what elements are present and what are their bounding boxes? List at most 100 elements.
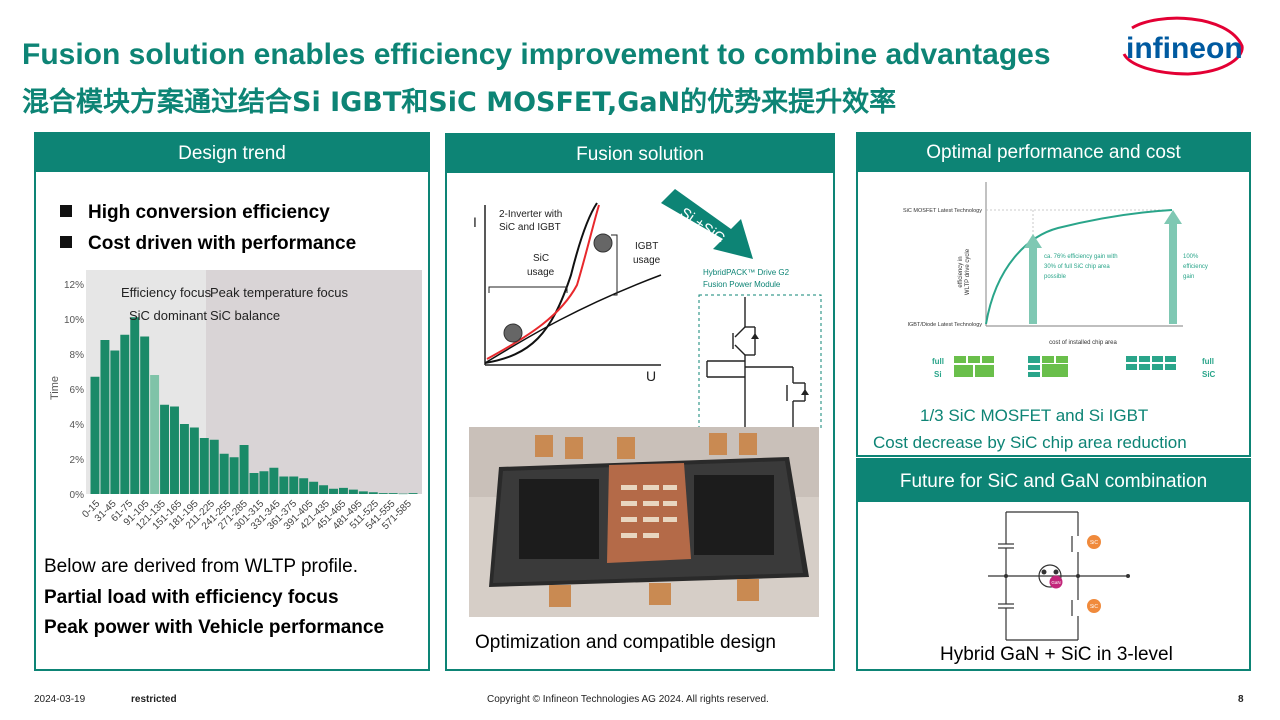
chart-bar <box>130 317 140 494</box>
igbt-curve <box>484 202 598 364</box>
design-trend-panel: Design trend High conversion efficiency … <box>34 132 430 671</box>
partial-gain-arrow <box>1024 234 1042 324</box>
sic-curve <box>484 274 662 364</box>
iu-curve-diagram: I U 2-Inverter with SiC and IGBT SiC usa… <box>473 202 662 384</box>
full-sic-label: SiC <box>1202 370 1216 379</box>
y-tick-label: 0% <box>70 490 85 501</box>
chart-bar <box>398 493 408 495</box>
chart-y-axis-label: WLTP drive cycle <box>965 248 971 295</box>
y-tick-label: IGBT/Diode Latest Technology <box>908 322 983 328</box>
y-axis-label: Time <box>49 376 61 400</box>
gan-marker <box>1049 575 1063 589</box>
y-tick-label: 8% <box>70 350 85 361</box>
chart-bar <box>170 406 179 494</box>
partial-load-note: Partial load with efficiency focus <box>44 587 339 608</box>
chart-note: possible <box>1044 274 1067 280</box>
chart-bar <box>90 376 100 494</box>
chart-bar <box>189 427 199 494</box>
peak-power-note: Peak power with Vehicle performance <box>44 617 385 638</box>
chart-bar <box>368 492 378 494</box>
chart-note: efficiency <box>1183 264 1208 270</box>
module-label-line: HybridPACK™ Drive G2 <box>703 268 790 277</box>
fusion-solution-header: Fusion solution <box>447 135 833 173</box>
chart-bar <box>309 481 319 494</box>
bullet-text: High conversion efficiency <box>88 202 330 223</box>
chart-bar <box>338 487 348 494</box>
infineon-logo: infineon <box>1122 16 1244 76</box>
diagram-label: 2-Inverter with <box>499 209 562 220</box>
sic-si-ratio-text: 1/3 SiC MOSFET and Si IGBT <box>920 406 1149 425</box>
chart-x-axis-label: cost of installed chip area <box>1049 340 1117 346</box>
fusion-circuit-diagram <box>698 294 822 430</box>
full-si-label: Si <box>934 370 942 379</box>
chart-bar <box>199 438 209 494</box>
chip-config-full-si <box>954 356 994 377</box>
chart-bar <box>249 473 259 494</box>
slide-title: Fusion solution enables efficiency impro… <box>22 38 1051 71</box>
chart-bar <box>378 493 388 494</box>
bullet-item: High conversion efficiency <box>60 202 330 224</box>
chart-note: 100% <box>1183 254 1199 260</box>
region-label: SiC balance <box>210 308 280 323</box>
chart-bar <box>140 336 150 494</box>
chart-y-axis-label: efficiency in <box>958 256 964 287</box>
si-sic-arrow: Si +SiC <box>661 189 753 259</box>
chart-bar <box>408 493 418 494</box>
efficiency-cost-chart: SiC MOSFET Latest Technology IGBT/Diode … <box>903 182 1216 379</box>
chart-bar <box>269 467 279 494</box>
device-icon <box>593 233 613 253</box>
diagram-label: SiC <box>533 253 549 264</box>
chart-bar <box>319 485 329 494</box>
sic-marker-label: SiC <box>1090 604 1098 610</box>
region-label: SiC dominant <box>129 308 207 323</box>
chart-note: gain <box>1183 274 1194 280</box>
region-label: Peak temperature focus <box>210 285 349 300</box>
module-photo <box>469 427 819 617</box>
diagram-label: IGBT <box>635 241 658 252</box>
full-si-label: full <box>932 357 944 366</box>
footer-copyright: Copyright © Infineon Technologies AG 202… <box>487 694 769 705</box>
chart-bar <box>358 491 368 494</box>
y-tick-label: 6% <box>70 385 85 396</box>
bullet-text: Cost driven with performance <box>88 233 357 254</box>
chart-bar <box>219 453 229 494</box>
square-bullet-icon <box>60 236 72 248</box>
gan-marker-label: GaN <box>1051 580 1060 585</box>
hybrid-caption: Hybrid GaN + SiC in 3-level <box>940 644 1173 665</box>
time-distribution-chart: Time 0%2%4%6%8%10%12% 0-1531-4561-7591-1… <box>49 270 422 532</box>
module-label-line: Fusion Power Module <box>703 280 781 289</box>
diagram-label: usage <box>633 255 661 266</box>
y-tick-label: SiC MOSFET Latest Technology <box>903 208 982 214</box>
chart-bar <box>150 375 160 494</box>
y-tick-label: 10% <box>64 315 84 326</box>
chart-bar <box>100 340 110 494</box>
fusion-caption: Optimization and compatible design <box>475 632 777 653</box>
sic-bracket <box>488 286 568 293</box>
chart-bar <box>120 334 130 494</box>
full-sic-label: full <box>1202 357 1214 366</box>
device-icon <box>503 323 523 343</box>
chart-bar <box>209 439 219 494</box>
module-label: HybridPACK™ Drive G2 Fusion Power Module <box>703 267 789 291</box>
sic-marker <box>1087 535 1101 549</box>
bullet-item: Cost driven with performance <box>60 233 356 255</box>
chart-bar <box>229 457 239 494</box>
efficiency-curve <box>985 209 1173 325</box>
optimal-performance-panel: Optimal performance and cost SiC MOSFET … <box>856 132 1251 457</box>
y-tick-label: 2% <box>70 455 85 466</box>
full-gain-arrow <box>1164 210 1182 324</box>
region-label: Efficiency focus <box>121 285 212 300</box>
chart-bar <box>279 476 289 494</box>
diagram-label: usage <box>527 267 555 278</box>
chart-note: 30% of full SiC chip area <box>1044 264 1110 270</box>
diagram-label: SiC and IGBT <box>499 222 561 233</box>
three-level-circuit: SiC SiC GaN <box>988 511 1130 641</box>
optimal-performance-header: Optimal performance and cost <box>858 134 1249 172</box>
cost-decrease-text: Cost decrease by SiC chip area reduction <box>873 433 1187 452</box>
chart-bar <box>259 471 269 494</box>
chart-bar <box>289 476 299 494</box>
chart-note: ca. 76% efficiency gain with <box>1044 254 1118 260</box>
wltp-note: Below are derived from WLTP profile. <box>44 556 358 577</box>
chip-config-full-sic <box>1126 356 1176 370</box>
chart-bar <box>299 478 309 494</box>
